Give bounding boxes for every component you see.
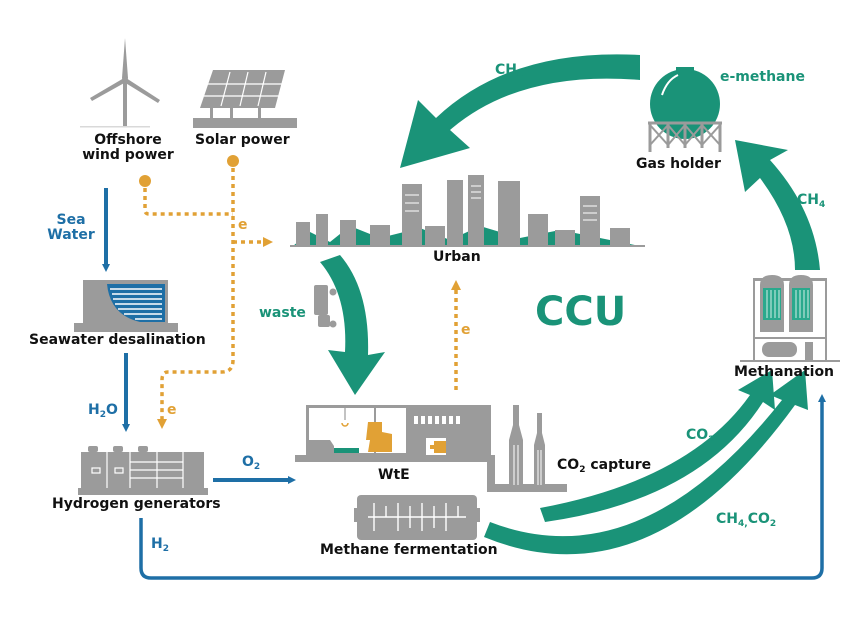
wind-turbine-icon [80,38,160,128]
hydrogen-generator-icon [78,446,208,495]
ch4-right-sub: 4 [819,200,826,210]
fermentation-label: Methane fermentation [320,542,498,558]
h2-label: H2 [151,536,169,555]
solar-label: Solar power [195,132,290,148]
ch4-to-urban-arrow [400,54,640,169]
ch4-top-sub: 4 [517,70,524,80]
e-wte-label: e [461,322,471,338]
wind-label-line1: Offshore [94,132,162,148]
ch4-top-label: CH4 [495,62,524,81]
hydrogen-label: Hydrogen generators [52,496,221,512]
co2-capture-rest: capture [585,457,652,473]
co2-to-methanation-arrow [540,370,775,522]
garbage-truck-icon [314,285,337,328]
ch4-to-gas-holder-arrow [735,140,820,270]
smokestack-icon [487,405,567,492]
wte-label: WtE [378,467,410,483]
e-hydrogen-label: e [167,402,177,418]
h2o-main: H [88,402,100,418]
ch4-top-main: CH [495,62,517,78]
e-methane-label: e-methane [720,69,805,85]
ccu-title: CCU [535,289,627,335]
sea-water-line1: Sea [56,212,86,228]
co2-sub: 2 [708,435,715,445]
electricity-lines [139,155,461,429]
co2-capture-sub: 2 [579,465,586,475]
solar-panel-icon [193,70,297,128]
h2o-label: H2O [88,402,118,421]
ch4-co2-to-methanation-arrow [484,370,808,555]
ch4-co2-main1: CH [716,511,738,527]
ch4-co2-main2: CO [747,511,770,527]
h2-sub: 2 [162,544,169,554]
desalination-label: Seawater desalination [29,332,206,348]
fermentation-tank-icon [354,495,480,540]
co2-capture-main: CO [557,457,580,473]
wind-bulb-icon [139,175,151,187]
o2-label: O2 [242,454,261,473]
ch4-co2-sub2: 2 [769,519,777,529]
wind-label: Offshore wind power [78,132,178,164]
o2-sub: 2 [253,462,261,472]
waste-to-energy-plant-icon [295,405,495,485]
ch4-right-main: CH [797,192,819,208]
gas-holder-label: Gas holder [636,156,721,172]
gas-holder-icon [648,67,722,152]
solar-bulb-icon [227,155,239,167]
sea-water-label: Sea Water [46,212,96,244]
h2o-sub: 2 [99,410,106,420]
wind-label-line2: wind power [82,147,174,164]
co2-label: CO2 [686,427,715,446]
desalination-plant-icon [74,280,178,332]
h2o-rest: O [105,402,118,418]
waste-to-wte-arrow [320,255,385,395]
sea-water-line2: Water [47,227,95,244]
ch4-co2-sub1: 4, [738,519,748,529]
e-urban-label: e [238,217,248,233]
ch4-co2-label: CH4,CO2 [716,511,777,530]
city-skyline-icon [290,175,645,247]
h2-pipeline [139,394,826,580]
urban-label: Urban [433,249,481,265]
methanation-label: Methanation [734,364,835,380]
ch4-right-label: CH4 [797,192,826,211]
co2-capture-label: CO2 capture [557,457,652,476]
h2-main: H [151,536,163,552]
o2-main: O [242,454,254,470]
co2-main: CO [686,427,709,443]
waste-label: waste [259,305,306,321]
methanation-reactor-icon [740,275,840,362]
